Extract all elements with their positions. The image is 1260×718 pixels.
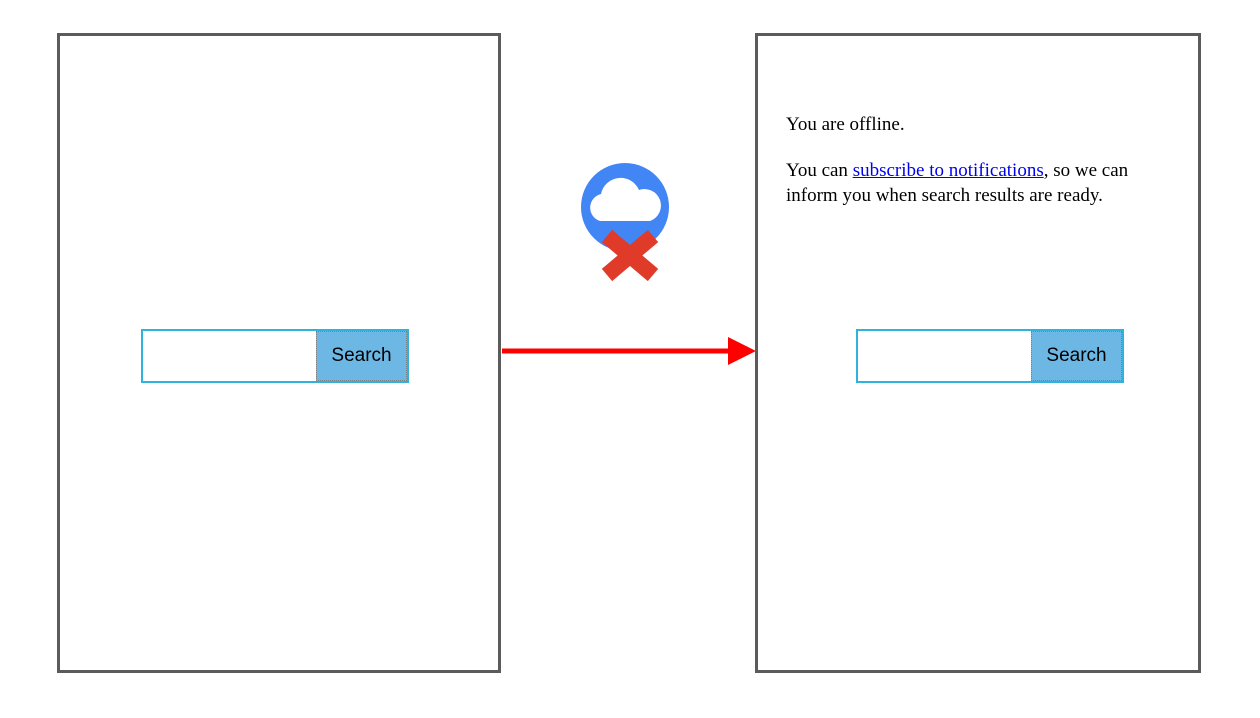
- search-input[interactable]: [143, 331, 316, 381]
- subscribe-message-text: You can subscribe to notifications, so w…: [786, 158, 1176, 208]
- search-button[interactable]: Search: [1031, 331, 1122, 381]
- search-widget[interactable]: Search: [856, 329, 1124, 383]
- cloud-offline-icon: [581, 163, 669, 282]
- arrow-right-icon: [502, 337, 756, 365]
- search-button[interactable]: Search: [316, 331, 407, 381]
- offline-message-block: You are offline. You can subscribe to no…: [786, 112, 1176, 208]
- offline-status-text: You are offline.: [786, 114, 905, 135]
- search-input[interactable]: [858, 331, 1031, 381]
- search-widget[interactable]: Search: [141, 329, 409, 383]
- after-screen-frame: You are offline. You can subscribe to no…: [755, 33, 1201, 673]
- before-screen-frame: Search: [57, 33, 501, 673]
- subscribe-to-notifications-link[interactable]: subscribe to notifications: [852, 160, 1044, 181]
- subscribe-message-prefix: You can: [786, 160, 853, 181]
- subscribe-message-suffix: , so we can inform you when search resul…: [786, 160, 1129, 206]
